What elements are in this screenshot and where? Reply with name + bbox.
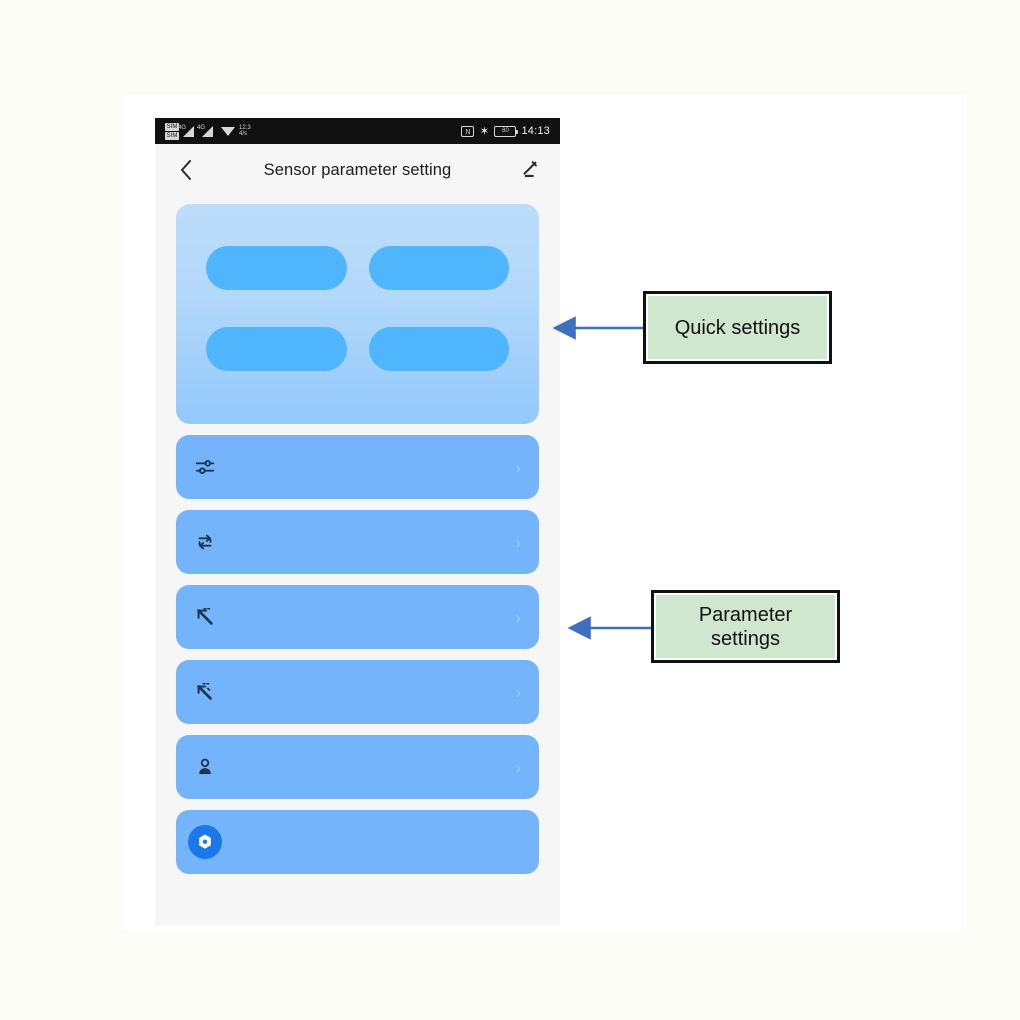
app-header: Sensor parameter setting [155, 144, 560, 196]
param-row-person[interactable]: › [176, 735, 539, 799]
arrow-up-left-trend-icon [192, 604, 218, 630]
nfc-icon: N [461, 125, 475, 137]
signal2-network-label: 4G [197, 125, 206, 131]
data-rate-up: 12.3 [239, 125, 251, 131]
dual-sim-icon: SIM SIM [165, 122, 179, 140]
gear-badge-icon [188, 825, 222, 859]
chevron-right-icon: › [515, 532, 521, 552]
wifi-icon [221, 125, 235, 137]
status-bar-clock: 14:13 [521, 125, 550, 137]
quick-pill-3[interactable] [206, 327, 347, 371]
callout-quick-settings-text: Quick settings [674, 316, 801, 339]
chevron-right-icon: › [515, 457, 521, 477]
chevron-right-icon: › [515, 607, 521, 627]
battery-icon: 80 [494, 125, 519, 137]
callout-parameter-settings-text: Parameter settings [698, 603, 793, 650]
signal1-network-label: 4G [178, 125, 187, 131]
page-title: Sensor parameter setting [263, 160, 452, 179]
param-row-repeat[interactable]: › [176, 510, 539, 574]
chevron-right-icon: › [515, 682, 521, 702]
chevron-left-icon [181, 160, 191, 180]
person-icon [192, 754, 218, 780]
edit-button[interactable] [516, 157, 542, 183]
callout-parameter-settings: Parameter settings [651, 590, 840, 663]
bluetooth-icon: ✶ [479, 124, 490, 138]
status-bar: SIM SIM 4G 4G 12.3 4/s N ✶ 80 14:13 [155, 118, 560, 144]
sim2-chip: SIM [165, 131, 179, 140]
back-button[interactable] [173, 157, 199, 183]
signal-bars-2-icon: 4G [197, 125, 217, 137]
sim1-chip: SIM [165, 122, 179, 131]
param-row-trend-up[interactable]: › [176, 585, 539, 649]
callout-quick-settings: Quick settings [643, 291, 832, 364]
param-row-settings[interactable] [176, 810, 539, 874]
status-bar-right: N ✶ 80 14:13 [461, 125, 550, 137]
status-bar-left: SIM SIM 4G 4G 12.3 4/s [165, 122, 251, 140]
data-rate-down: 4/s [239, 131, 248, 137]
repeat-loop-icon [192, 529, 218, 555]
data-rate-indicator: 12.3 4/s [239, 125, 251, 137]
annotation-arrow-parameter-settings [567, 616, 655, 640]
param-row-tune[interactable]: › [176, 435, 539, 499]
chevron-right-icon: › [515, 757, 521, 777]
quick-pill-2[interactable] [368, 246, 509, 290]
quick-pill-1[interactable] [206, 246, 347, 290]
quick-settings-card [176, 204, 539, 424]
edit-pencil-icon [523, 161, 537, 178]
arrow-up-left-dashed-icon [192, 679, 218, 705]
tune-sliders-icon [192, 454, 218, 480]
screen-content: › › [155, 196, 560, 874]
signal-bars-1-icon: 4G [178, 125, 198, 137]
annotation-arrow-quick-settings [552, 316, 645, 340]
quick-pill-4[interactable] [368, 327, 509, 371]
phone-screen: SIM SIM 4G 4G 12.3 4/s N ✶ 80 14:13 [155, 118, 560, 925]
param-row-trend-up-alt[interactable]: › [176, 660, 539, 724]
